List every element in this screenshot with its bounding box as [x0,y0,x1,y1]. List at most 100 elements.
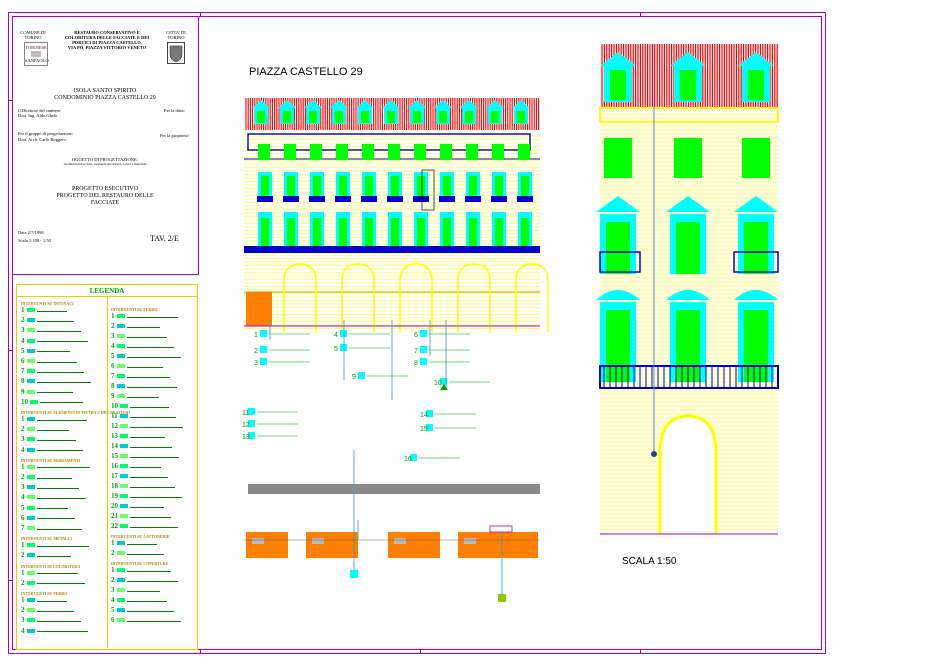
legend-description-line [36,610,74,612]
legend-row: 2 [111,577,178,584]
legend-description-line [126,553,164,555]
legend-section-heading: INTERVENTI SU FERRO [111,307,158,312]
legend-row: 6 [111,617,181,624]
legend-row: 4 [21,494,86,501]
shop-block [458,532,538,558]
legend-row: 5 [111,353,181,360]
legend-description-line [126,386,177,388]
frame-tick [8,350,12,351]
legend-item-number: 2 [111,549,115,557]
legend-item-number: 22 [111,522,118,530]
shop-sign [246,292,272,326]
legend-description-line [129,416,176,418]
second-floor-balcony [465,196,481,202]
second-floor-window [417,176,425,200]
legend-row: 18 [111,482,175,490]
callout-number: 1 [254,332,258,339]
callout-number: 10 [434,380,442,387]
dormer-window [517,111,525,123]
legend-item-number: 8 [111,382,115,390]
legend-description-line [36,419,87,421]
legend-item-number: 3 [21,326,25,335]
legend-description-line [36,620,81,622]
second-floor-window [521,176,529,200]
callout-number: 2 [254,348,258,355]
main-title-2: PROGETTO DEL RESTAURO DELLE [56,193,154,199]
legend-description-line [36,583,85,585]
legend-item-number: 6 [21,357,25,365]
main-title-3: FACCIATE [90,200,120,206]
legend-swatch [116,364,125,368]
legend-row: 4 [21,336,88,345]
dormer-window [361,111,369,123]
legend-swatch [26,485,35,490]
third-floor-window [674,138,702,178]
dormer-window [413,111,421,123]
legend-description-line [36,528,82,530]
callout-marker [340,344,347,351]
legend-description-line [126,396,159,398]
legend-row: 8 [21,378,91,385]
dormer-window [335,111,343,123]
legend-row: 3 [21,616,81,625]
legend-swatch [116,314,125,318]
window-pediment [666,196,710,212]
city-name: TORINO [167,35,185,40]
logo-emblem-icon [31,51,41,57]
legend-item-number: 9 [111,392,115,400]
legend-description-line [130,466,161,468]
legend-description-line [36,371,84,373]
legend-item-number: 9 [21,387,25,396]
legend-swatch [116,568,125,572]
first-floor-window [443,218,451,246]
legend-row: 11 [111,412,176,420]
legend-item-number: 11 [111,412,118,420]
director-name: Dott. Ing. Aldo Ghelo [18,113,58,118]
legend-swatch [120,424,128,428]
frame-tick [8,580,12,581]
legend-column-divider [107,296,108,648]
window-pediment [596,196,640,212]
legend-description-line [130,476,168,478]
legend-item-number: 2 [21,551,25,560]
legend-item-number: 1 [21,462,25,471]
legend-title: LEGENDA [89,287,125,295]
logo-left-text: TORINESE [25,45,47,50]
object-text: Architettura facciate, elementi decorati… [63,162,147,166]
legend-swatch [26,348,35,353]
legend-description-line [36,320,74,322]
callout-marker [260,346,267,353]
portico-arch [283,263,317,332]
legend-row: 4 [111,343,174,350]
sheet-outer-frame [8,12,826,654]
legend-row: 22 [111,522,178,530]
dormer-pediment [434,100,452,108]
triangle-marker [440,384,448,390]
legend-swatch [26,515,35,520]
isola-name: ISOLA SANTO SPIRITO [73,88,137,94]
legend-swatch [120,504,128,508]
dormer-pediment [278,100,296,108]
legend-swatch [26,553,35,558]
mezzanine-window [466,144,478,160]
callout-number: 7 [414,348,418,355]
street-strip [248,484,540,494]
legend-swatch [26,570,35,575]
frame-tick [8,100,12,101]
portico-arch [341,263,375,332]
legend-row: 15 [111,453,179,460]
second-floor-window [261,176,269,200]
legend-item-number: 4 [21,336,25,345]
portal-arch [658,414,718,534]
torinese-logo: TORINESE SANPAOLO [24,42,49,66]
legend-row: 7 [21,525,82,532]
project-line-4: VIA PO, PIAZZA VITTORIO VENETO [67,45,147,50]
legend-item-number: 3 [21,616,25,625]
legend-swatch [116,578,125,582]
legend-swatch [26,543,35,548]
legend-item-number: 18 [111,482,118,490]
legend-swatch [26,328,35,333]
legend-description-line [130,446,172,448]
callout-number: 4 [334,332,338,339]
second-floor-window [365,176,373,200]
